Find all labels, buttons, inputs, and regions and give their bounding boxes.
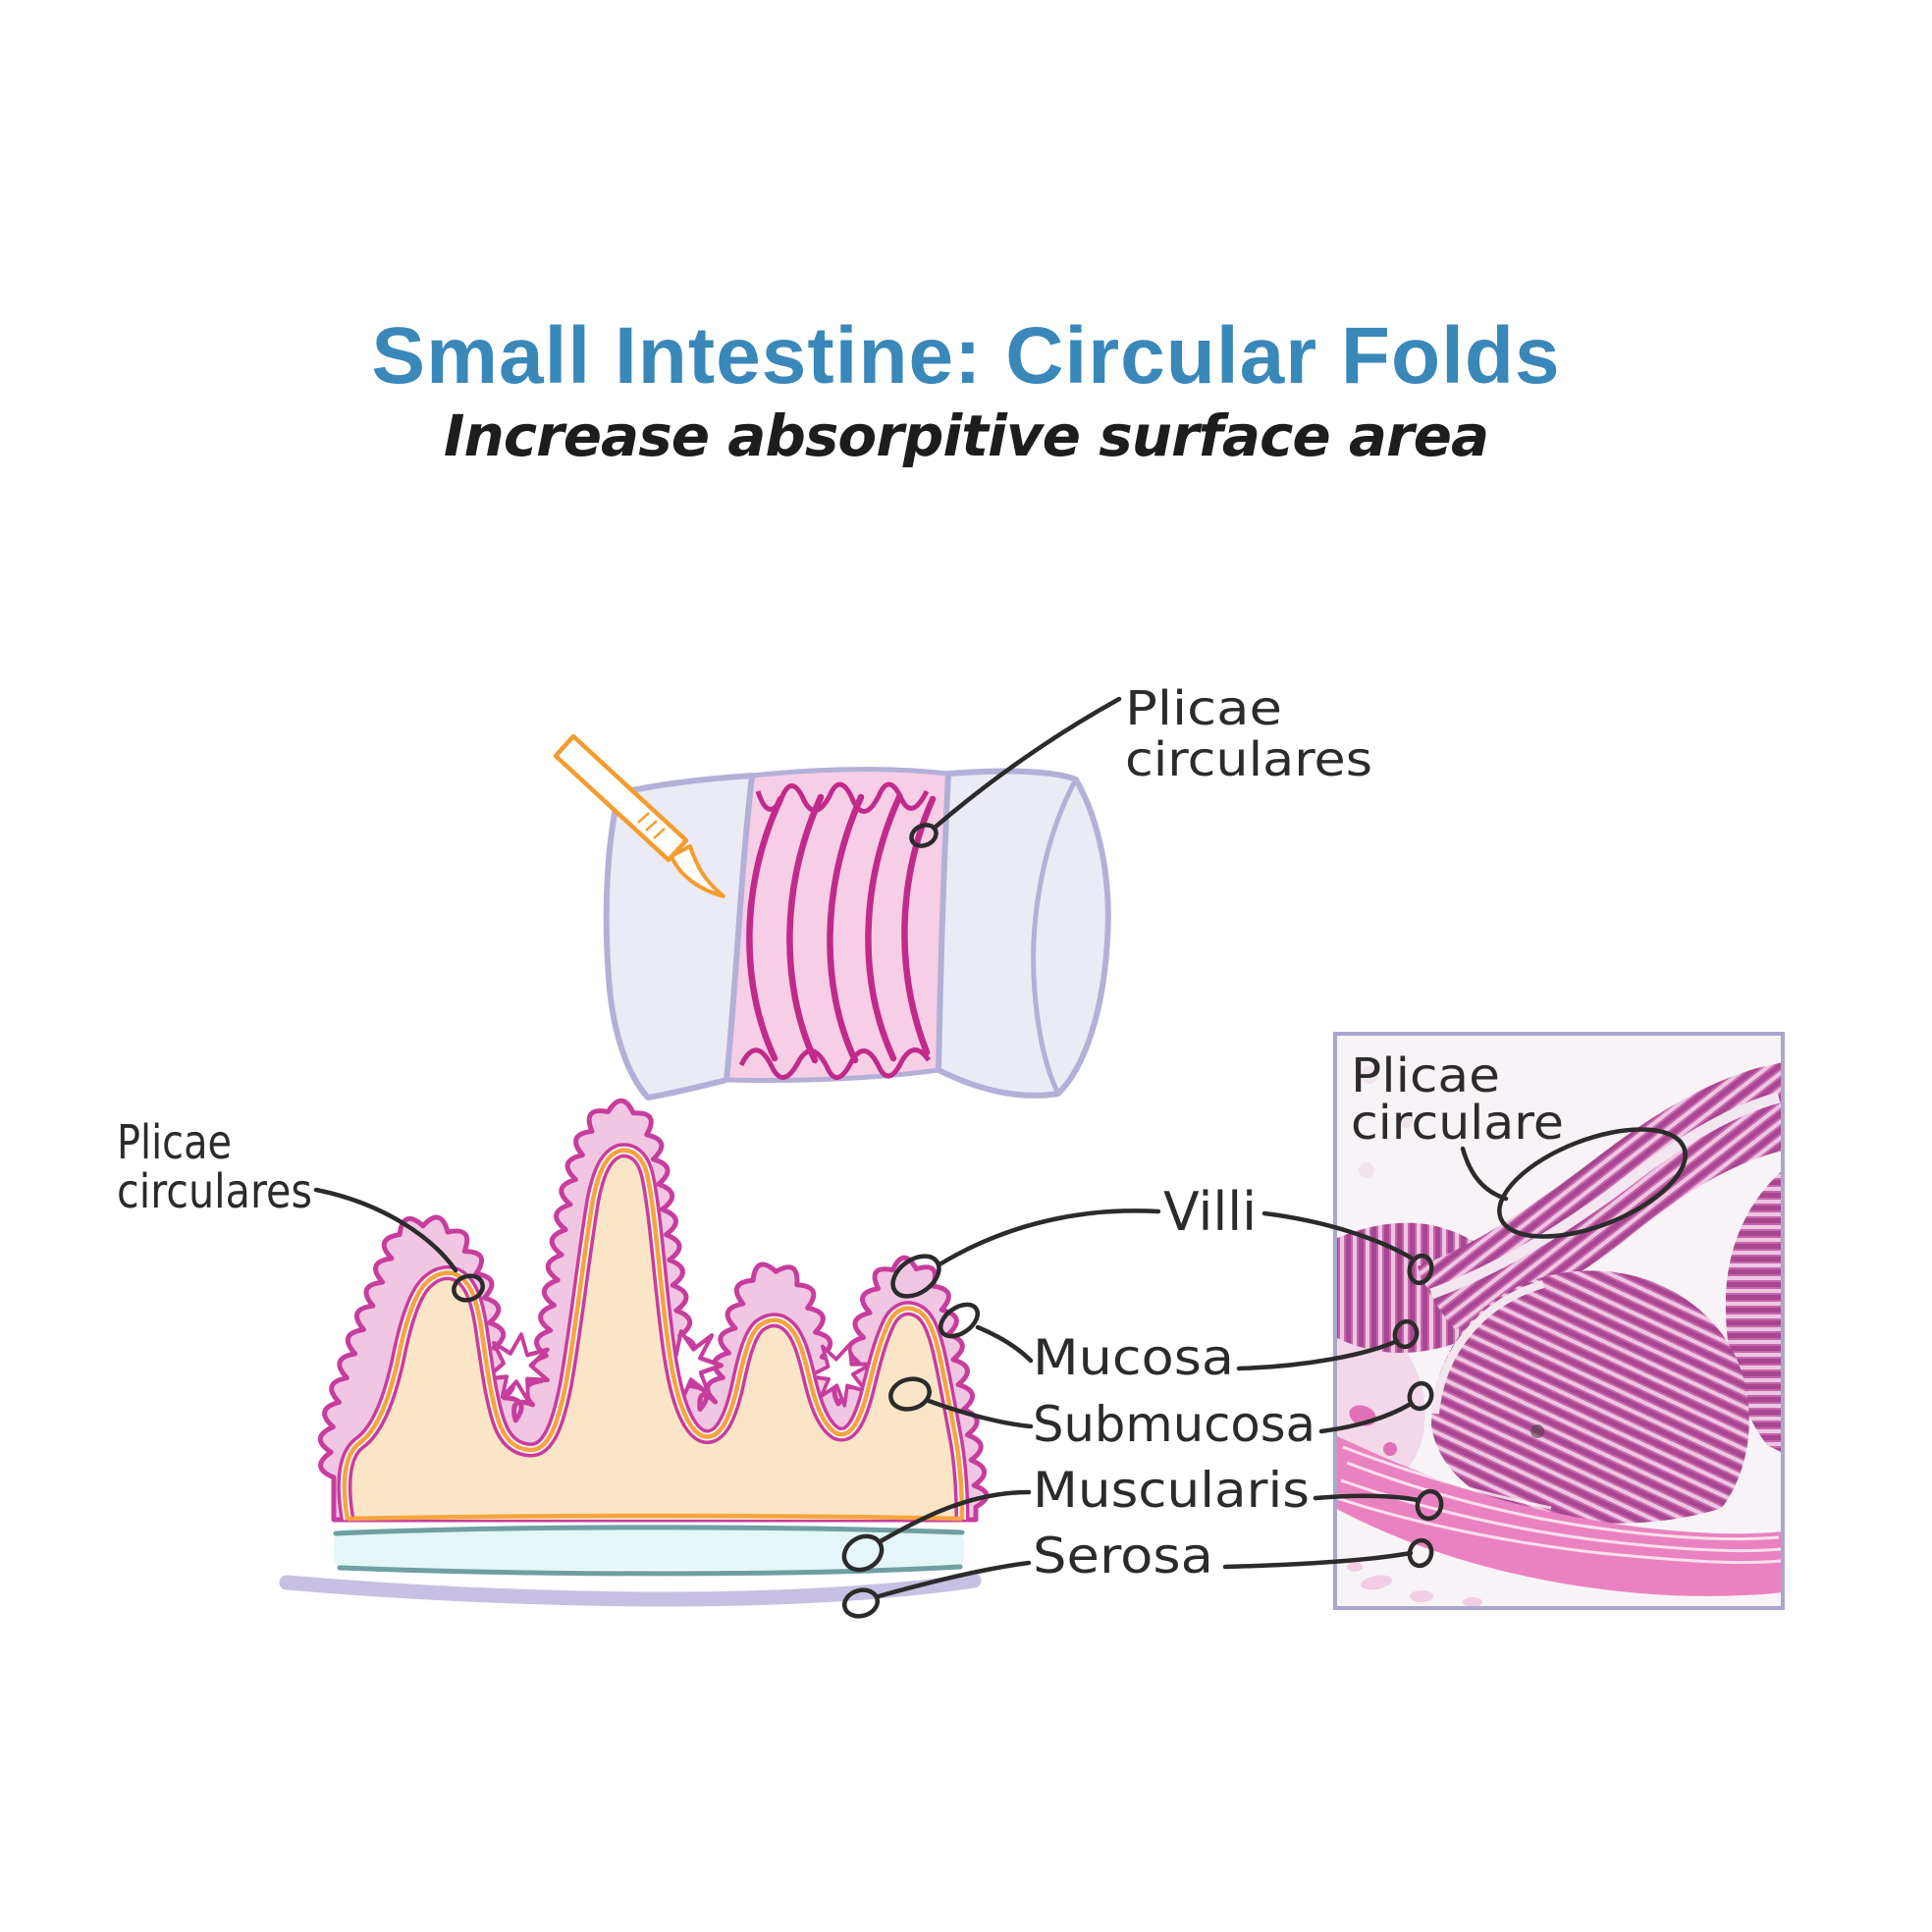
tube-bottom-ruffle bbox=[738, 1047, 932, 1080]
tube-mucosa-section bbox=[724, 767, 951, 1083]
label-serosa: Serosa bbox=[1033, 1528, 1213, 1584]
muscularis-ring-panel bbox=[1415, 1488, 1444, 1522]
tube-plicae-label-line1: Plicae bbox=[1125, 681, 1282, 736]
serosa-leader-left bbox=[876, 1560, 1032, 1599]
submucosa-base-line bbox=[347, 1513, 963, 1522]
mucosa-ring-diagram bbox=[939, 1302, 980, 1339]
muscularis-bottom-line bbox=[337, 1564, 963, 1577]
serosa-ring-panel bbox=[1407, 1537, 1434, 1569]
histology-plicae-label-line1: Plicae bbox=[1351, 1048, 1500, 1103]
mucosa-leader-left bbox=[975, 1324, 1034, 1364]
villi-ring-diagram bbox=[890, 1254, 941, 1299]
cross-section-figure: Plicae circulares bbox=[117, 1098, 990, 1607]
page-subtitle: Increase absorpitive surface area bbox=[443, 402, 1489, 469]
tube-end-cap-rim bbox=[1031, 778, 1079, 1096]
serosa-layer bbox=[279, 1573, 982, 1607]
tube-plicae-leader bbox=[932, 696, 1122, 831]
muscularis-leader-left bbox=[878, 1489, 1032, 1544]
villi-ring-panel bbox=[1407, 1253, 1434, 1286]
muscularis-leader-right bbox=[1313, 1493, 1421, 1503]
label-submucosa: Submucosa bbox=[1033, 1396, 1315, 1453]
tube-plicae-label-line2: circulares bbox=[1125, 732, 1372, 787]
tube-right-segment bbox=[936, 768, 1111, 1099]
submucosa-leader-left bbox=[926, 1398, 1034, 1429]
serosa-ring-diagram bbox=[841, 1587, 881, 1619]
histology-plicae-label-line2: circulare bbox=[1351, 1096, 1564, 1151]
muscularis-top-line bbox=[333, 1525, 965, 1536]
label-mucosa: Mucosa bbox=[1033, 1329, 1234, 1386]
tube-plicae-ring bbox=[909, 823, 939, 848]
section-plicae-label-line1: Plicae bbox=[117, 1115, 232, 1170]
page-title: Small Intestine: Circular Folds bbox=[371, 311, 1561, 401]
layer-annotations: Villi Mucosa Submucosa Muscularis bbox=[841, 1181, 1444, 1619]
histology-tissue bbox=[1337, 1062, 1781, 1606]
scalpel-icon bbox=[553, 733, 725, 898]
label-muscularis: Muscularis bbox=[1033, 1462, 1310, 1519]
tube-figure: Plicae circulares bbox=[553, 681, 1372, 1100]
villi-leader-left bbox=[937, 1208, 1161, 1267]
mucosa-ring-panel bbox=[1392, 1318, 1420, 1350]
circular-fold-lines bbox=[746, 793, 937, 1064]
muscularis-layer bbox=[334, 1529, 964, 1570]
section-plicae-label-line2: circulares bbox=[117, 1164, 312, 1219]
section-plicae-leader bbox=[313, 1187, 458, 1273]
label-villi: Villi bbox=[1163, 1181, 1257, 1243]
submucosa-core-outline bbox=[337, 1143, 970, 1522]
submucosa-ring-panel bbox=[1407, 1380, 1434, 1412]
mucosa-leader-right bbox=[1236, 1338, 1400, 1371]
histology-plicae-loop bbox=[1497, 1127, 1688, 1239]
tube-top-ruffle bbox=[755, 781, 930, 814]
section-plicae-ring bbox=[452, 1273, 485, 1303]
histology-plicae-connector bbox=[1460, 1146, 1509, 1202]
villi-leader-right bbox=[1261, 1210, 1414, 1261]
serosa-leader-right bbox=[1222, 1550, 1414, 1570]
submucosa-ring-diagram bbox=[888, 1376, 932, 1412]
submucosa-leader-right bbox=[1318, 1401, 1414, 1434]
